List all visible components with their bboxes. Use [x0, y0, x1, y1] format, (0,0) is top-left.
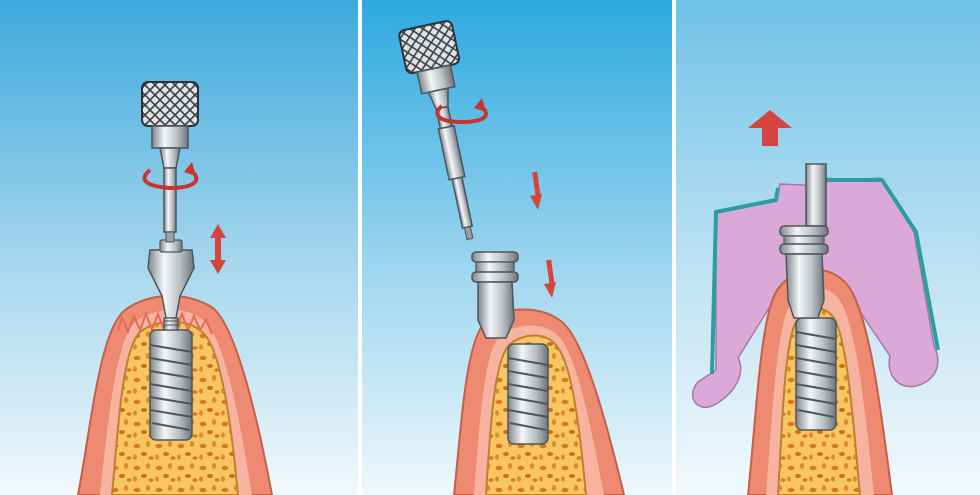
implant-icon — [508, 344, 548, 444]
panel-insert-impression-post — [362, 0, 672, 495]
panel-remove-impression-tray — [676, 0, 980, 495]
panel-insert-abutment — [0, 0, 358, 495]
implant-icon — [796, 318, 836, 430]
implant-icon — [150, 330, 192, 440]
